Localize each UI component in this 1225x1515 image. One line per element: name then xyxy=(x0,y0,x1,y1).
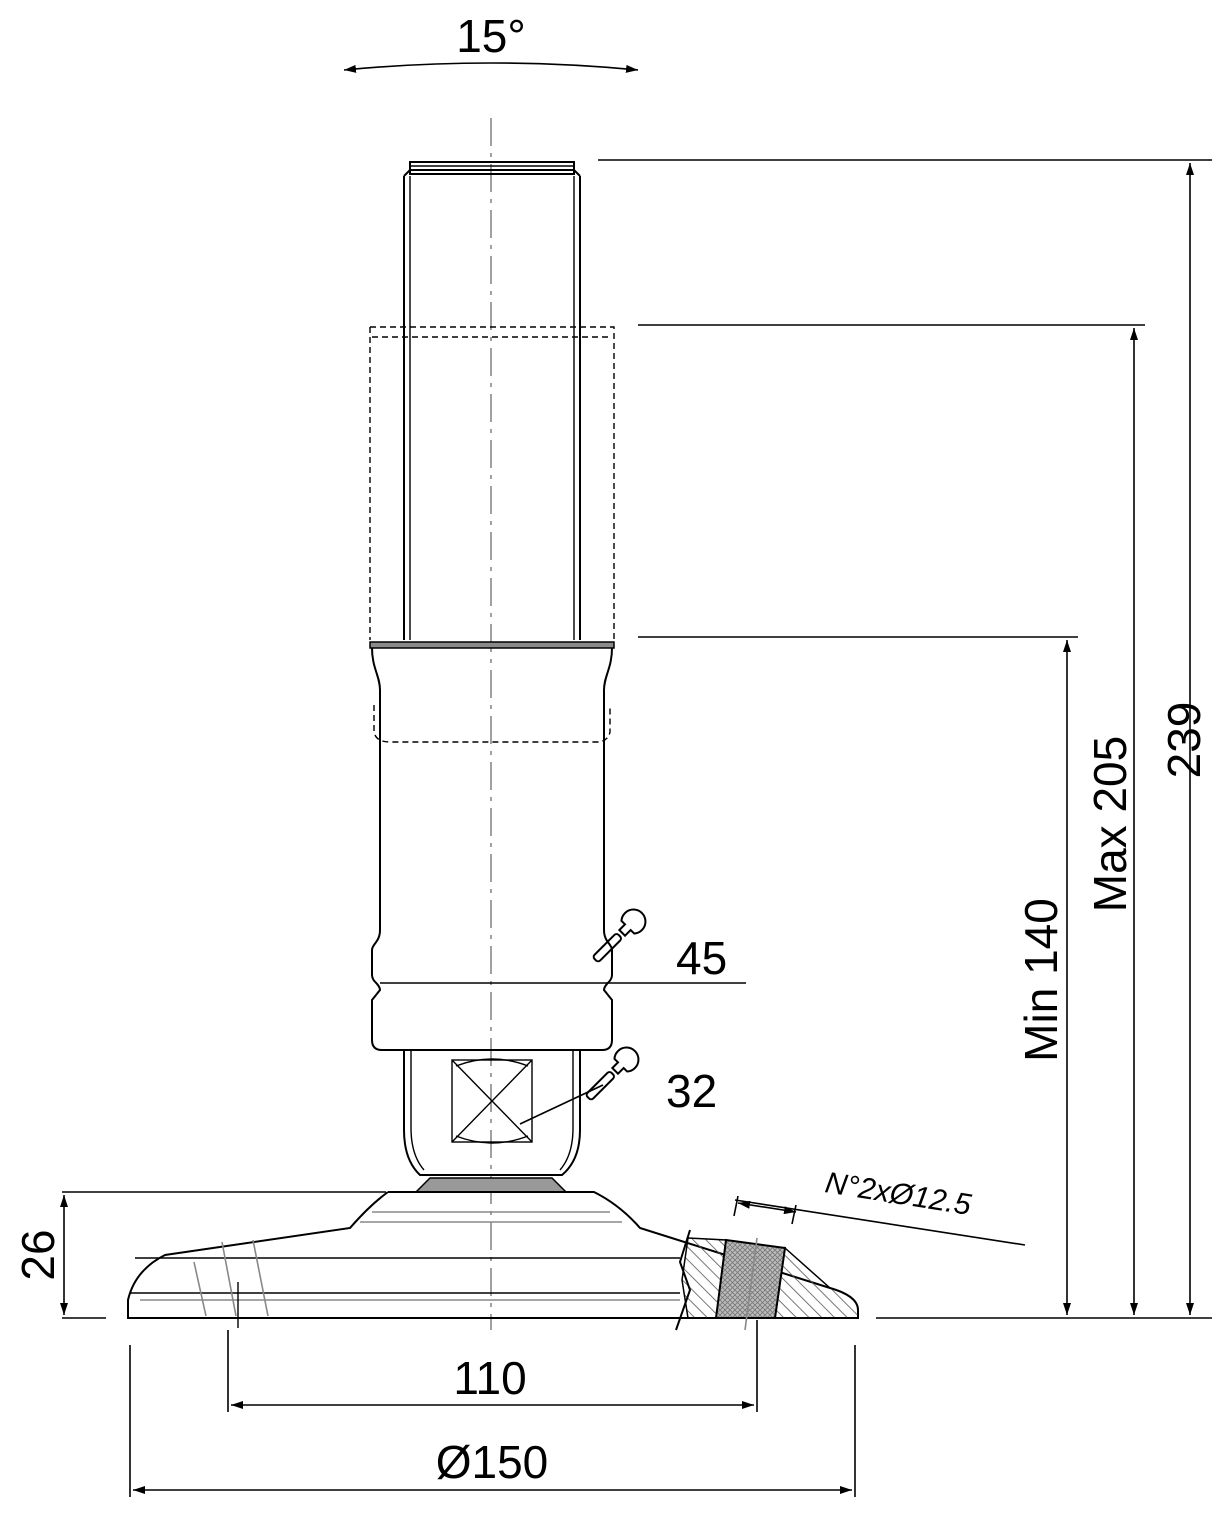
threaded-body xyxy=(369,641,615,1051)
base-disk xyxy=(127,1191,859,1331)
upper-stem xyxy=(403,161,581,640)
hole-spacing-dimension xyxy=(227,1320,758,1412)
holes-label: N°2xØ12.5 xyxy=(823,1166,974,1222)
max-height-label: Max 205 xyxy=(1084,736,1136,912)
ball-joint xyxy=(414,1177,568,1193)
wrench-45-callout xyxy=(592,908,746,984)
wrench-32-callout xyxy=(519,1046,640,1125)
wrench-32-label: 32 xyxy=(666,1065,717,1117)
hole-spacing-label: 110 xyxy=(453,1352,526,1404)
wrench-icon xyxy=(585,1046,640,1101)
total-height-label: 239 xyxy=(1158,702,1210,779)
wrench-icon xyxy=(592,908,647,963)
wrench-45-label: 45 xyxy=(676,932,727,984)
tilt-arc xyxy=(343,62,639,73)
base-diameter-label: Ø150 xyxy=(436,1436,549,1488)
min-height-label: Min 140 xyxy=(1015,898,1067,1062)
max-extension-outline xyxy=(369,326,615,640)
height-dimensions xyxy=(598,159,1212,1319)
base-diameter-dimension xyxy=(129,1345,856,1497)
angle-label: 15° xyxy=(456,10,526,62)
hex-nut xyxy=(403,1050,581,1176)
holes-callout xyxy=(733,1195,1026,1246)
base-height-label: 26 xyxy=(12,1229,64,1280)
base-height-dimension xyxy=(60,1191,386,1319)
